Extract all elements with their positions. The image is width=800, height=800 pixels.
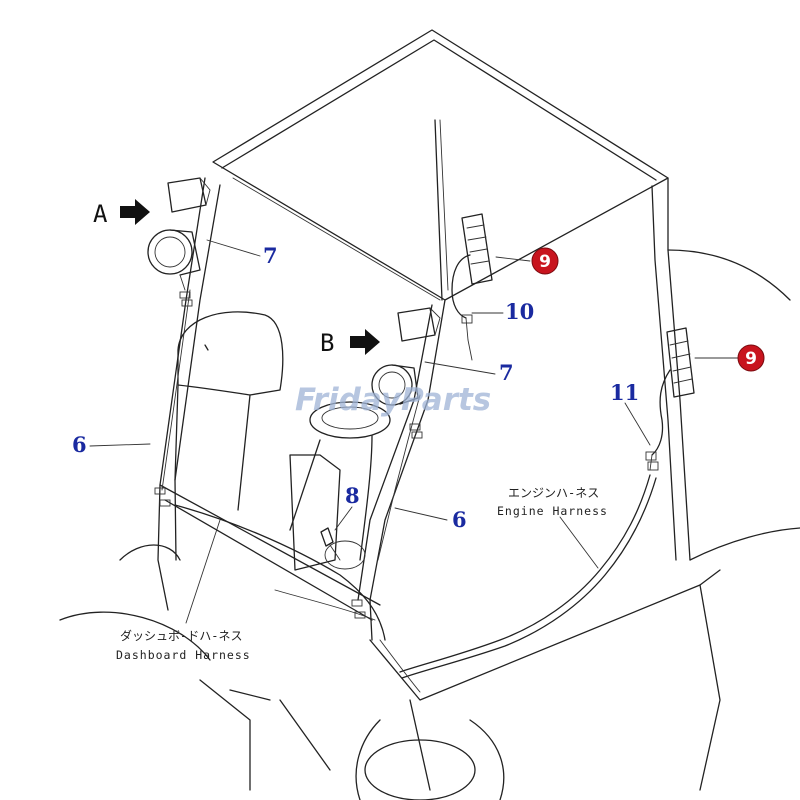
callout-6-left: 6 xyxy=(72,432,87,457)
engine-harness-en: Engine Harness xyxy=(497,504,608,518)
callout-9-lower-label: 9 xyxy=(745,349,757,369)
dashboard-harness-jp: ダッシュボ-ドハ-ネス xyxy=(120,628,242,643)
view-marker-a: A xyxy=(93,199,150,228)
watermark-logo: FridayParts xyxy=(295,382,491,418)
side-lamp-lower xyxy=(666,327,695,398)
dashboard-harness-label: ダッシュボ-ドハ-ネス Dashboard Harness xyxy=(116,628,251,662)
callout-9-upper-label: 9 xyxy=(539,252,551,272)
harness-wires xyxy=(161,254,671,693)
callout-9-upper: 9 xyxy=(531,247,559,275)
side-lamp-upper xyxy=(461,213,493,285)
callout-7-center: 7 xyxy=(499,360,514,385)
operator-seat xyxy=(174,311,284,511)
arrow-right-icon xyxy=(120,199,150,225)
callout-8: 8 xyxy=(345,483,360,508)
work-lamp-upper-left xyxy=(167,177,211,213)
callout-10: 10 xyxy=(505,299,534,324)
steering-column xyxy=(289,401,391,571)
dashboard-harness-en: Dashboard Harness xyxy=(116,648,251,662)
cab-frame xyxy=(157,119,691,641)
engine-harness-jp: エンジンハ-ネス xyxy=(508,486,599,500)
work-lamp-lower-left xyxy=(147,229,201,291)
arrow-right-icon xyxy=(350,329,380,355)
callout-11: 11 xyxy=(610,380,639,405)
leader-lines xyxy=(89,239,739,624)
view-label-a: A xyxy=(93,200,108,228)
callout-9-lower: 9 xyxy=(737,344,765,372)
work-lamp-upper-center xyxy=(397,307,441,342)
callout-7-upper: 7 xyxy=(263,243,278,268)
body-outline xyxy=(59,249,800,800)
work-lamp-lower-center xyxy=(371,364,419,406)
engine-harness-label: エンジンハ-ネス Engine Harness xyxy=(497,486,608,518)
view-marker-b: B xyxy=(320,329,380,357)
view-label-b: B xyxy=(320,329,334,357)
callout-6-center: 6 xyxy=(452,507,467,532)
connectors xyxy=(154,291,659,619)
